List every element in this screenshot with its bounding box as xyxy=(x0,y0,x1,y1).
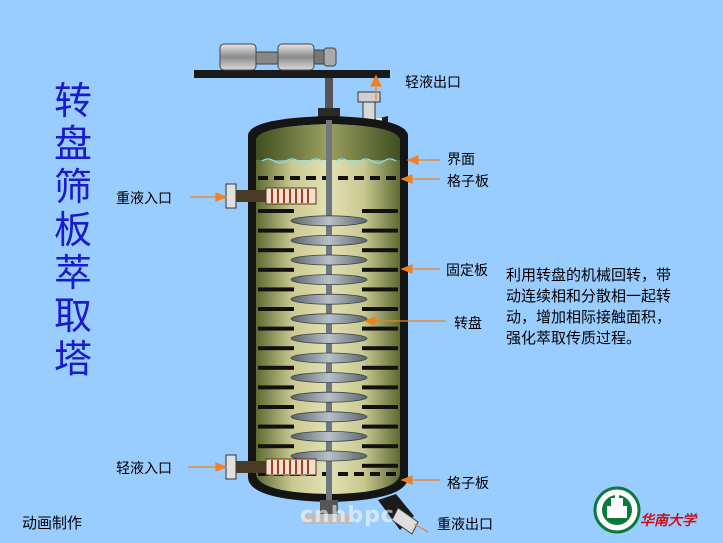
leader-lines xyxy=(188,74,446,533)
watermark: cnhbpc xyxy=(300,503,395,528)
rotor-discs xyxy=(290,215,368,462)
heavy-outlet-pipe xyxy=(378,494,419,535)
fixed-plates xyxy=(258,209,398,468)
shaft-base xyxy=(304,514,352,524)
fixed-plate xyxy=(258,326,294,331)
fixed-plate xyxy=(362,287,398,292)
fixed-plate xyxy=(362,307,398,311)
fixed-plate xyxy=(362,463,398,468)
heavy-inlet-label: 重液入口 xyxy=(116,191,172,207)
rotor-disc xyxy=(290,215,368,227)
fixed-plate-label: 固定板 xyxy=(446,263,488,279)
title-char: 取 xyxy=(53,294,92,338)
fixed-plate xyxy=(362,365,398,370)
rotor-disc xyxy=(290,372,368,384)
vertical-title: 转 盘 筛 板 萃 取 塔 xyxy=(48,80,98,381)
rotor-disc xyxy=(290,234,368,246)
light-outlet-label: 轻液出口 xyxy=(405,75,461,91)
fixed-plate xyxy=(362,209,398,213)
heavy-outlet-label: 重液出口 xyxy=(437,517,493,533)
fixed-plate xyxy=(362,228,398,233)
heavy-inlet-pipe xyxy=(225,183,317,209)
credit-text: 动画制作 xyxy=(22,514,83,532)
fixed-plate xyxy=(258,228,294,233)
fixed-plate xyxy=(362,424,398,429)
fixed-plate xyxy=(258,424,294,429)
fixed-plate xyxy=(258,267,294,272)
support-beam xyxy=(194,70,390,78)
fixed-plate xyxy=(258,444,294,449)
rotor-disc xyxy=(290,352,368,364)
university-logo-icon xyxy=(593,486,641,534)
title-char: 塔 xyxy=(53,337,92,381)
rotor-disc xyxy=(290,391,368,403)
title-char: 筛 xyxy=(53,165,92,209)
fixed-plate xyxy=(362,267,398,272)
fixed-plate xyxy=(362,385,398,390)
title-char: 转 xyxy=(53,79,92,123)
title-char: 板 xyxy=(53,208,92,252)
fixed-plate xyxy=(362,346,398,351)
motor-icon xyxy=(219,43,337,71)
rotor-disc-label: 转盘 xyxy=(454,316,482,332)
fixed-plate xyxy=(362,326,398,331)
fixed-plate xyxy=(258,385,294,390)
description-text: 利用转盘的机械回转，带动连续相和分散相一起转动，增加相际接触面积，强化萃取传质过… xyxy=(506,266,672,347)
grid-plate-top-label: 格子板 xyxy=(447,174,489,190)
rotor-disc xyxy=(290,332,368,344)
fixed-plate xyxy=(362,405,398,409)
interface-label: 界面 xyxy=(447,152,475,168)
rotor-disc xyxy=(290,254,368,266)
fixed-plate xyxy=(362,444,398,449)
fixed-plate xyxy=(258,405,294,409)
shaft-top xyxy=(325,78,333,120)
rotor-disc xyxy=(290,411,368,423)
rotor-disc xyxy=(290,274,368,286)
rotor-disc xyxy=(290,293,368,305)
university-name: 华南大学 xyxy=(640,513,696,529)
fixed-plate xyxy=(258,209,294,213)
title-char: 萃 xyxy=(53,251,92,295)
light-inlet-label: 轻液入口 xyxy=(116,461,172,477)
interface-wave xyxy=(261,158,397,164)
grid-plate-bottom-label: 格子板 xyxy=(447,476,489,492)
rotor-disc xyxy=(290,313,368,325)
light-inlet-pipe xyxy=(225,454,317,480)
fixed-plate xyxy=(258,287,294,292)
rotor-disc xyxy=(290,430,368,442)
fixed-plate xyxy=(258,307,294,311)
fixed-plate xyxy=(362,248,398,253)
fixed-plate xyxy=(258,346,294,351)
title-char: 盘 xyxy=(53,122,92,166)
shaft-bearing xyxy=(320,500,338,514)
fixed-plate xyxy=(258,365,294,370)
fixed-plate xyxy=(258,248,294,253)
